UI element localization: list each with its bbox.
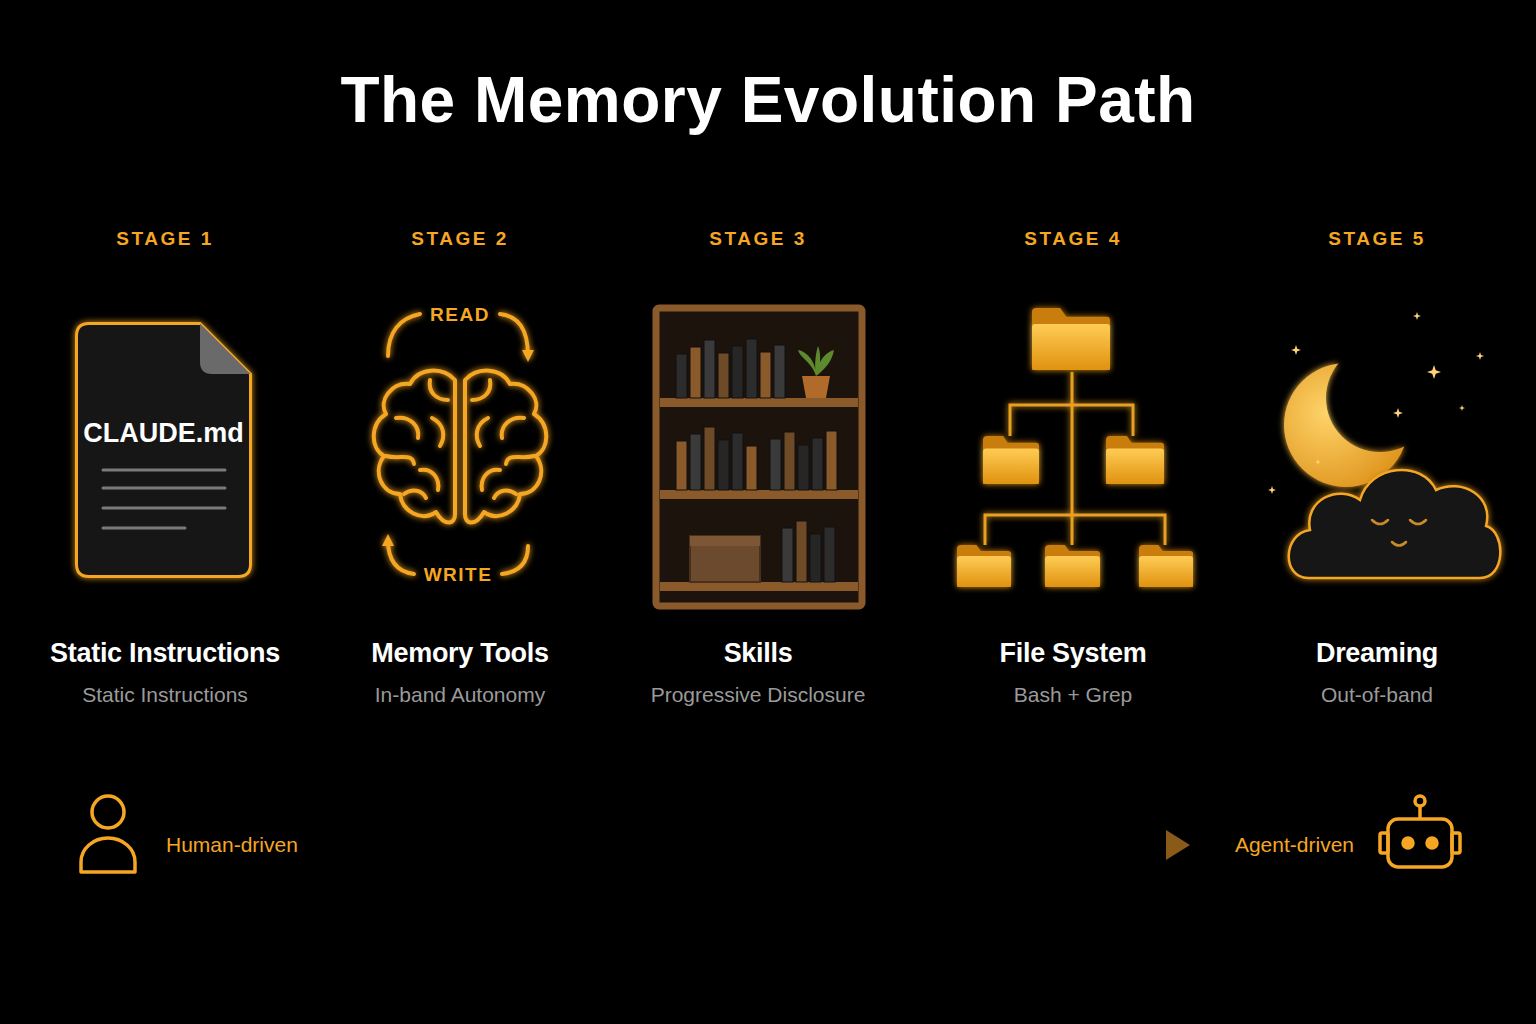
stage-title: Dreaming (1316, 640, 1438, 667)
moon-icon (1284, 363, 1408, 487)
stars (1268, 312, 1484, 494)
diagram-title: The Memory Evolution Path (340, 68, 1195, 132)
stage-column: CLAUDE.mdSTAGE 1Static InstructionsStati… (70, 300, 275, 610)
stage-subtitle: In-band Autonomy (375, 684, 545, 705)
stage-title: File System (1000, 640, 1147, 667)
document-box: CLAUDE.md (75, 322, 252, 578)
stage-number: STAGE 1 (116, 229, 213, 248)
flow-arrow (566, 453, 631, 457)
stage-subtitle: Progressive Disclosure (651, 684, 866, 705)
stage-number: STAGE 2 (411, 229, 508, 248)
stage-number: STAGE 3 (709, 229, 806, 248)
folder-icons (957, 308, 1193, 587)
stage-title: Memory Tools (371, 640, 548, 667)
flow-arrow (886, 453, 944, 457)
flow-label: READ (427, 305, 493, 324)
file-name: CLAUDE.md (83, 420, 244, 447)
stage-column: STAGE 5DreamingOut-of-band (1260, 300, 1500, 610)
brain-icon (374, 314, 547, 574)
stage-column: STAGE 4File SystemBash + Grep (950, 300, 1193, 610)
stage-subtitle: Static Instructions (82, 684, 248, 705)
stage-title: Static Instructions (50, 640, 280, 667)
stage-column: STAGE 2Memory ToolsIn-band Autonomy (355, 300, 560, 610)
flow-arrow (281, 453, 349, 457)
cloud-icon (1289, 470, 1501, 578)
stage-column: STAGE 3SkillsProgressive Disclosure (637, 300, 880, 610)
stage-title: Skills (724, 640, 793, 667)
flow-label: WRITE (421, 565, 496, 584)
person-icon (81, 796, 135, 872)
stage-subtitle: Out-of-band (1321, 684, 1433, 705)
document-outline (75, 322, 252, 578)
flow-arrow (1199, 453, 1254, 457)
robot-icon (1380, 796, 1460, 867)
bookshelf-icon (656, 308, 862, 606)
axis-label: Human-driven (164, 834, 300, 855)
stage-number: STAGE 4 (1024, 229, 1121, 248)
progress-arrow (347, 830, 1190, 860)
stage-number: STAGE 5 (1328, 229, 1425, 248)
stage-subtitle: Bash + Grep (1014, 684, 1132, 705)
axis-label: Agent-driven (1233, 834, 1356, 855)
